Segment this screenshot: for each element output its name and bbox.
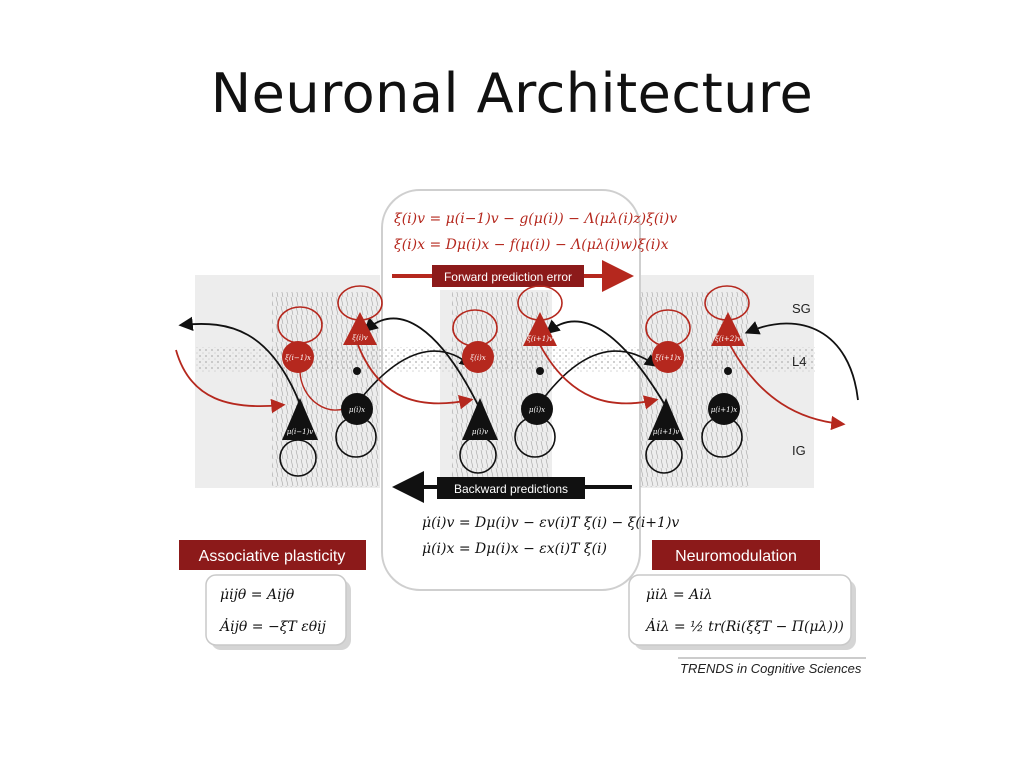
forward-equation-1: ξ(i)v = μ(i−1)v − g(μ(i)) − Λ(μλ(i)z)ξ(i… xyxy=(394,211,677,227)
neuromodulation-title: Neuromodulation xyxy=(675,548,797,565)
backward-connection-right-to-mid xyxy=(545,319,666,406)
layer-label-sg: SG xyxy=(792,301,811,316)
neuromodulation-equation-1: μ̇iλ = Aiλ xyxy=(646,587,713,603)
dendrite-texture-middle xyxy=(452,292,550,482)
mid-black-circle-label: μ(i)x xyxy=(529,406,545,414)
left-black-circle-neuron xyxy=(341,393,373,425)
backward-equation-1: μ̇(i)v = Dμ(i)v − εv(i)T ξ(i) − ξ(i+1)v xyxy=(422,515,679,531)
forward-label-box xyxy=(432,265,584,287)
backward-connection-mid-to-left xyxy=(363,317,479,406)
neuromodulation-title-box xyxy=(652,540,820,570)
forward-connection-left-in xyxy=(175,349,286,414)
associative-title-box xyxy=(179,540,366,570)
left-black-triangle-neuron xyxy=(282,398,318,440)
left-red-triangle-label: ξ(i)v xyxy=(352,334,368,342)
left-junction-dot xyxy=(353,367,361,375)
left-black-triangle-label: μ(i−1)v xyxy=(287,428,314,436)
left-red-circle-neuron xyxy=(282,341,314,373)
mid-red-triangle-label: ξ(i+1)v xyxy=(527,335,553,343)
left-black-circle-label: μ(i)x xyxy=(349,406,365,414)
left-red-circle-label: ξ(i−1)x xyxy=(285,354,311,362)
backward-connection-right-in xyxy=(744,321,859,401)
backward-connection-mid-sg xyxy=(351,350,473,411)
backward-connection-left-out xyxy=(178,316,301,405)
right-black-triangle-neuron xyxy=(648,398,684,440)
mid-red-circle-neuron xyxy=(462,341,494,373)
right-junction-dot xyxy=(724,367,732,375)
backward-label-box xyxy=(437,477,585,499)
figure-credit: TRENDS in Cognitive Sciences xyxy=(680,661,862,676)
right-black-circle-label: μ(i+1)x xyxy=(711,406,738,414)
associative-title: Associative plasticity xyxy=(199,548,346,565)
associative-equation-2: Ȧijθ = −ξT εθij xyxy=(218,617,327,635)
mid-black-triangle-neuron xyxy=(462,398,498,440)
mid-black-circle-neuron xyxy=(521,393,553,425)
mid-black-triangle-label: μ(i)v xyxy=(472,428,488,436)
slide-title: Neuronal Architecture xyxy=(210,62,814,125)
associative-equation-box xyxy=(205,574,347,646)
right-red-circle-label: ξ(i+1)x xyxy=(655,354,681,362)
right-red-circle-neuron xyxy=(652,341,684,373)
backward-predictions-label: Backward predictions xyxy=(454,482,568,496)
forward-prediction-label: Forward prediction error xyxy=(444,270,572,284)
mid-red-triangle-neuron xyxy=(523,312,557,346)
right-red-triangle-label: ξ(i+2)v xyxy=(715,335,741,343)
layer-label-l4: L4 xyxy=(792,354,806,369)
backward-connection-right-sg xyxy=(534,350,658,411)
forward-equation-2: ξ(i)x = Dμ(i)x − f(μ(i)) − Λ(μλ(i)w)ξ(i)… xyxy=(394,237,669,253)
right-red-triangle-neuron xyxy=(711,312,745,346)
neuromodulation-equation-2: Ȧiλ = ½ tr(Ri(ξξT − Π(μλ))) xyxy=(644,617,844,635)
dendrite-texture-right xyxy=(640,292,750,487)
associative-equation-1: μ̇ijθ = Aijθ xyxy=(220,587,295,603)
left-red-triangle-neuron xyxy=(343,312,377,345)
forward-connection-mid-to-right xyxy=(539,344,659,410)
right-black-circle-neuron xyxy=(708,393,740,425)
mid-red-circle-label: ξ(i)x xyxy=(470,354,486,362)
right-black-triangle-label: μ(i+1)v xyxy=(653,428,680,436)
neuromodulation-equation-box xyxy=(628,574,852,646)
forward-connection-left-to-mid xyxy=(357,344,474,410)
forward-connection-right-out xyxy=(729,344,846,431)
layer-label-ig: IG xyxy=(792,443,806,458)
backward-equation-2: μ̇(i)x = Dμ(i)x − εx(i)T ξ(i) xyxy=(422,541,607,557)
mid-junction-dot xyxy=(536,367,544,375)
